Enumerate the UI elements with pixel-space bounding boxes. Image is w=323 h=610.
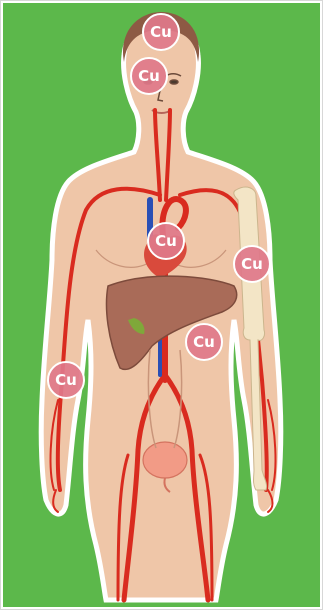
cu-marker[interactable]: Cu xyxy=(143,14,179,50)
cu-marker[interactable]: Cu xyxy=(48,362,84,398)
cu-label: Cu xyxy=(241,255,263,273)
cu-label: Cu xyxy=(155,232,177,250)
cu-marker[interactable]: Cu xyxy=(131,58,167,94)
cu-label: Cu xyxy=(138,67,160,85)
cu-label: Cu xyxy=(150,23,172,41)
cu-marker[interactable]: Cu xyxy=(186,324,222,360)
cu-marker[interactable]: Cu xyxy=(234,246,270,282)
cu-label: Cu xyxy=(55,371,77,389)
cu-label: Cu xyxy=(193,333,215,351)
cu-marker[interactable]: Cu xyxy=(148,223,184,259)
